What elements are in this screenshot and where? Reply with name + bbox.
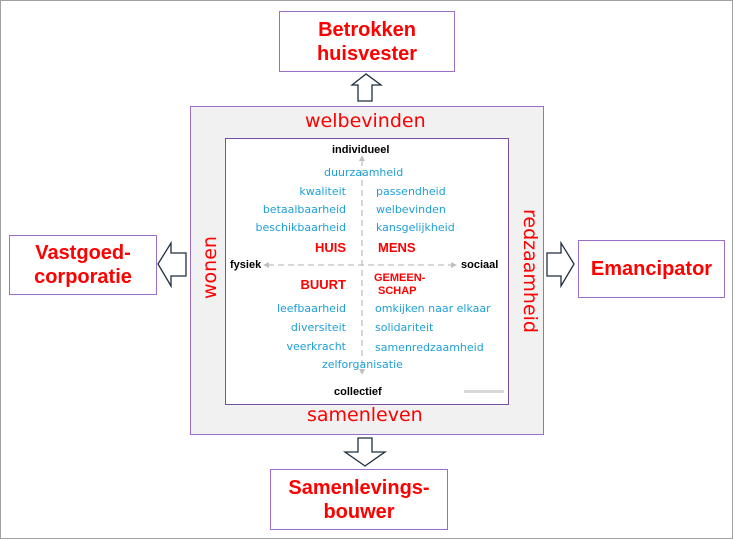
quadrant-label-mens: MENS	[378, 240, 416, 255]
inner-matrix	[225, 138, 509, 405]
gemeenschap-item: samenredzaamheid	[375, 341, 484, 354]
quadrant-label-huis: HUIS	[314, 240, 346, 255]
huis-item: kwaliteit	[299, 185, 346, 198]
role-text: Emancipator	[590, 258, 713, 280]
role-box-betrokken-huisvester: Betrokken huisvester	[279, 11, 455, 72]
role-text-line: huisvester	[316, 42, 418, 65]
mens-item: welbevinden	[376, 203, 446, 216]
arrow-down-icon	[342, 437, 388, 467]
arrow-up-icon	[350, 73, 383, 102]
buurt-item: diversiteit	[290, 321, 346, 334]
mens-item: passendheid	[376, 185, 446, 198]
item-zelforganisatie: zelforganisatie	[322, 358, 403, 371]
role-text-line: Betrokken	[318, 18, 416, 41]
frame-label-welbevinden: welbevinden	[305, 110, 426, 132]
role-text-line: Samenlevings-	[288, 476, 430, 499]
role-box-emancipator: Emancipator	[578, 240, 725, 298]
role-text-line: Vastgoed-	[35, 242, 131, 264]
quadrant-label-line: SCHAP	[378, 285, 417, 297]
role-box-samenlevingsbouwer: Samenlevings- bouwer	[270, 469, 448, 530]
buurt-item: leefbaarheid	[276, 302, 346, 315]
watermark	[464, 390, 504, 393]
axis-arrow-up-icon	[359, 155, 365, 161]
role-box-vastgoedcorporatie: Vastgoed- corporatie	[9, 235, 157, 295]
gemeenschap-item: solidariteit	[375, 321, 434, 334]
axis-arrow-down-icon	[359, 369, 365, 375]
axis-label-individueel: individueel	[332, 144, 390, 156]
arrow-right-icon	[546, 240, 575, 289]
buurt-item: veerkracht	[286, 340, 346, 353]
quadrant-label-gemeenschap: GEMEEN- SCHAP	[374, 272, 425, 298]
gemeenschap-item: omkijken naar elkaar	[375, 302, 491, 315]
axis-label-sociaal: sociaal	[461, 259, 499, 271]
mens-item: kansgelijkheid	[376, 221, 455, 234]
arrow-left-icon	[157, 240, 187, 289]
frame-label-samenleven: samenleven	[307, 404, 423, 426]
quadrant-label-line: GEMEEN-	[374, 272, 426, 284]
axis-label-collectief: collectief	[334, 386, 382, 398]
huis-item: beschikbaarheid	[255, 221, 347, 234]
huis-item: betaalbaarheid	[262, 203, 346, 216]
axis-arrow-right-icon	[451, 262, 457, 268]
axis-label-fysiek: fysiek	[230, 259, 262, 271]
role-text-line: bouwer	[323, 500, 395, 523]
item-duurzaamheid: duurzaamheid	[324, 166, 404, 179]
role-text-line: corporatie	[34, 266, 132, 288]
axis-arrow-left-icon	[263, 262, 269, 268]
quadrant-label-buurt: BUURT	[300, 277, 347, 292]
